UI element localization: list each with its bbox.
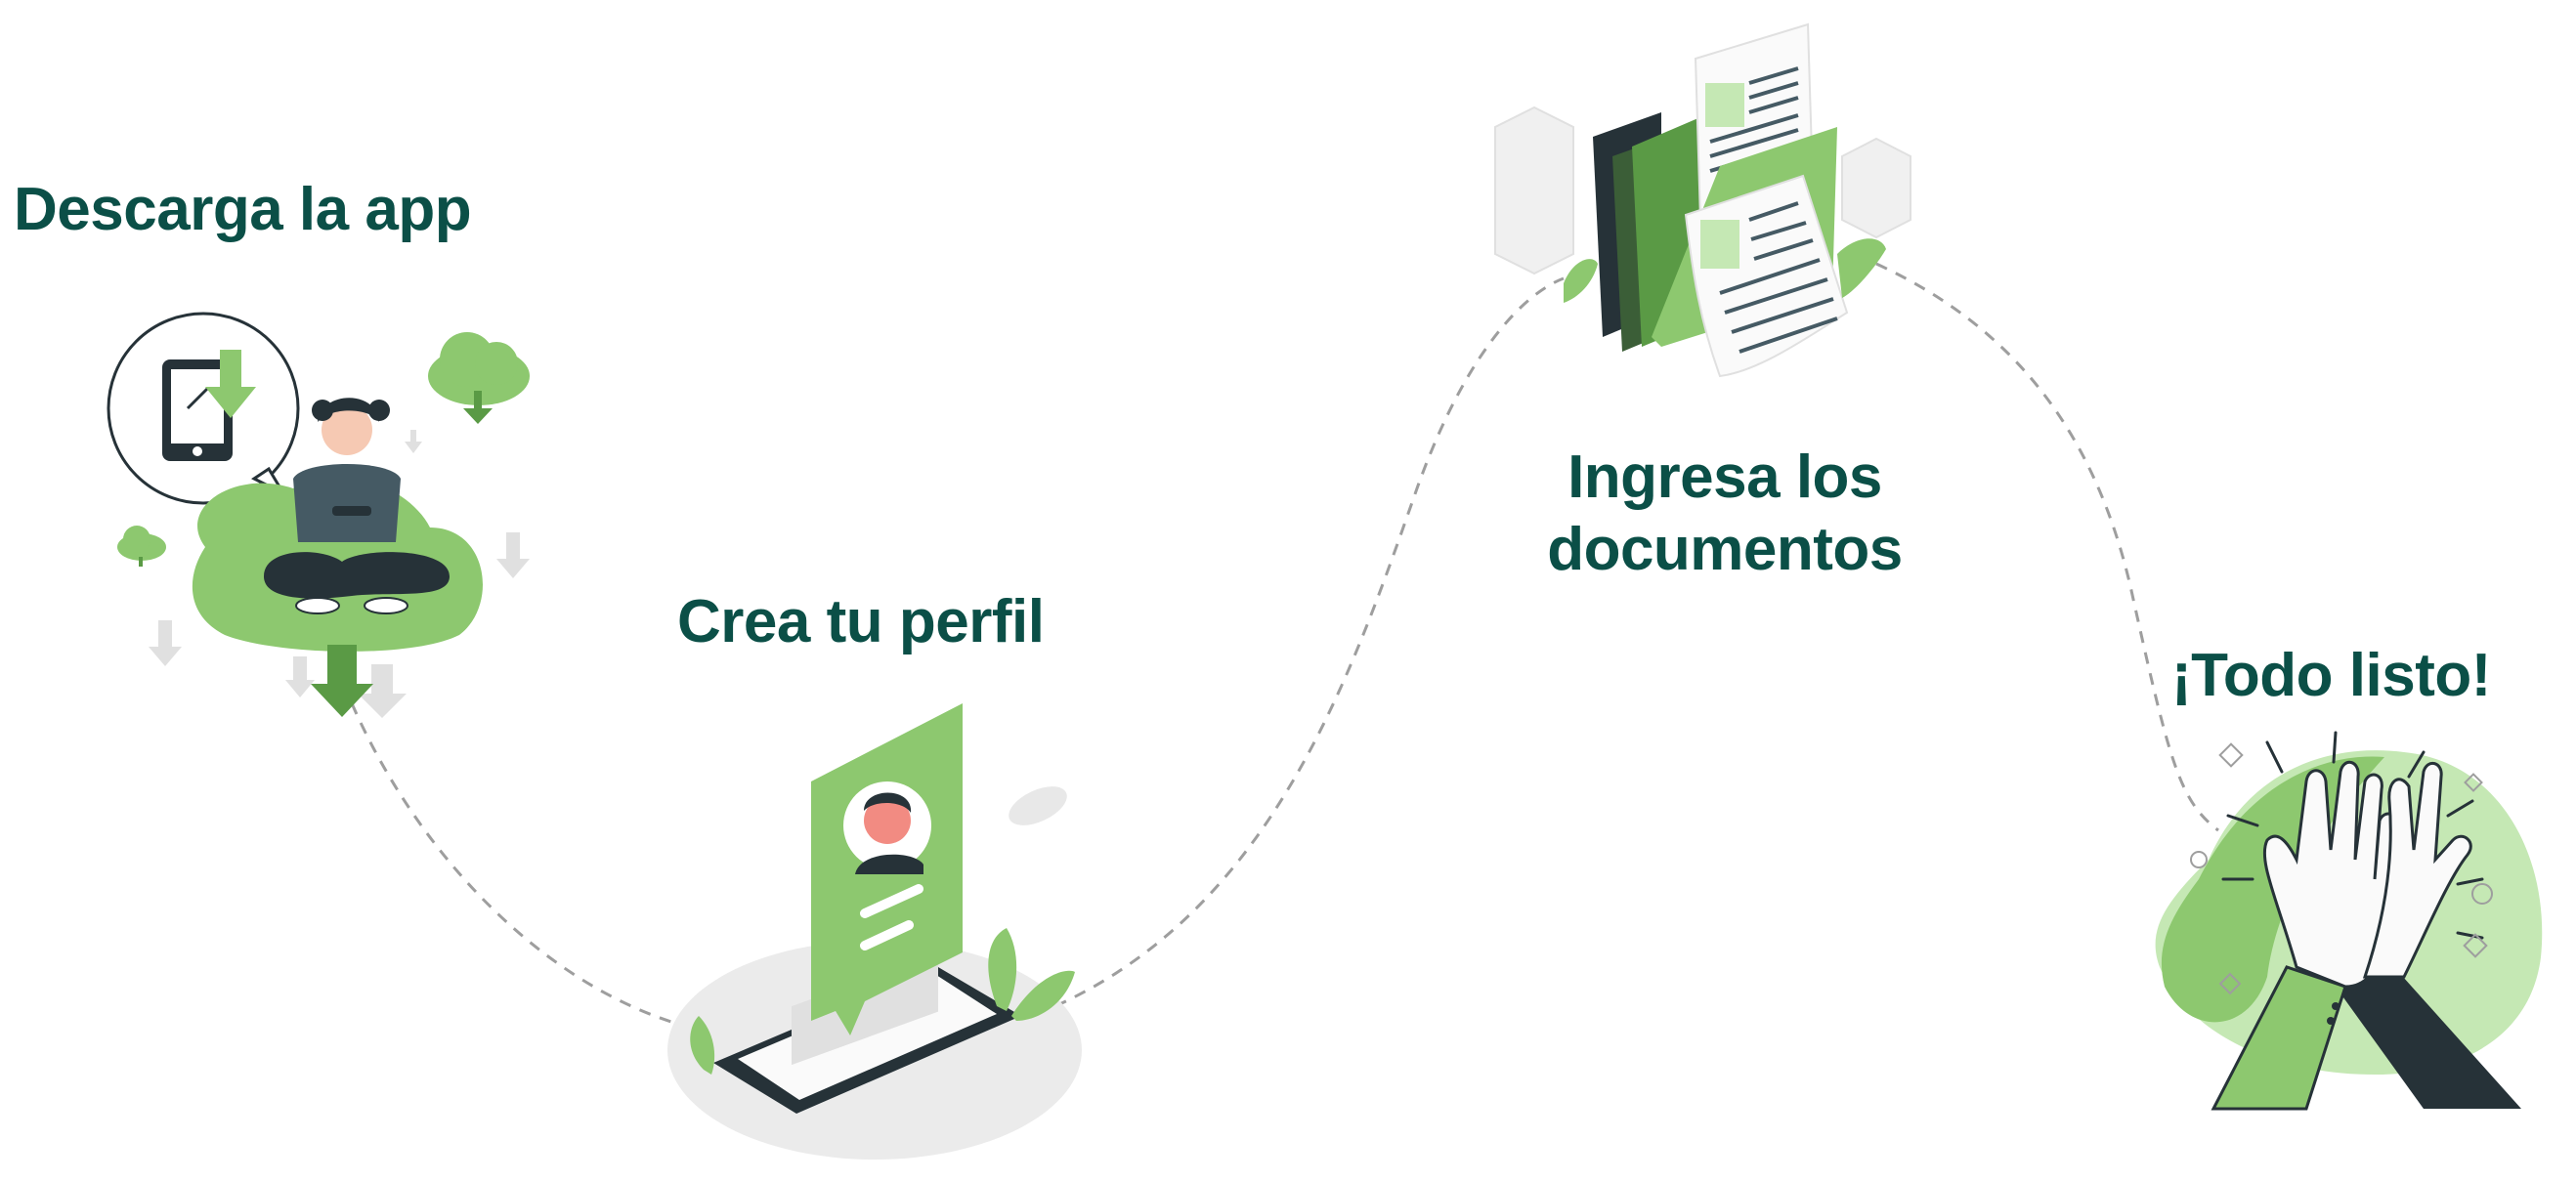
step-title-documents: Ingresa los documentos <box>1547 443 1903 584</box>
step-title-done: ¡Todo listo! <box>2171 642 2491 709</box>
step-title-download: Descarga la app <box>14 176 472 243</box>
step-title-profile: Crea tu perfil <box>677 588 1045 655</box>
